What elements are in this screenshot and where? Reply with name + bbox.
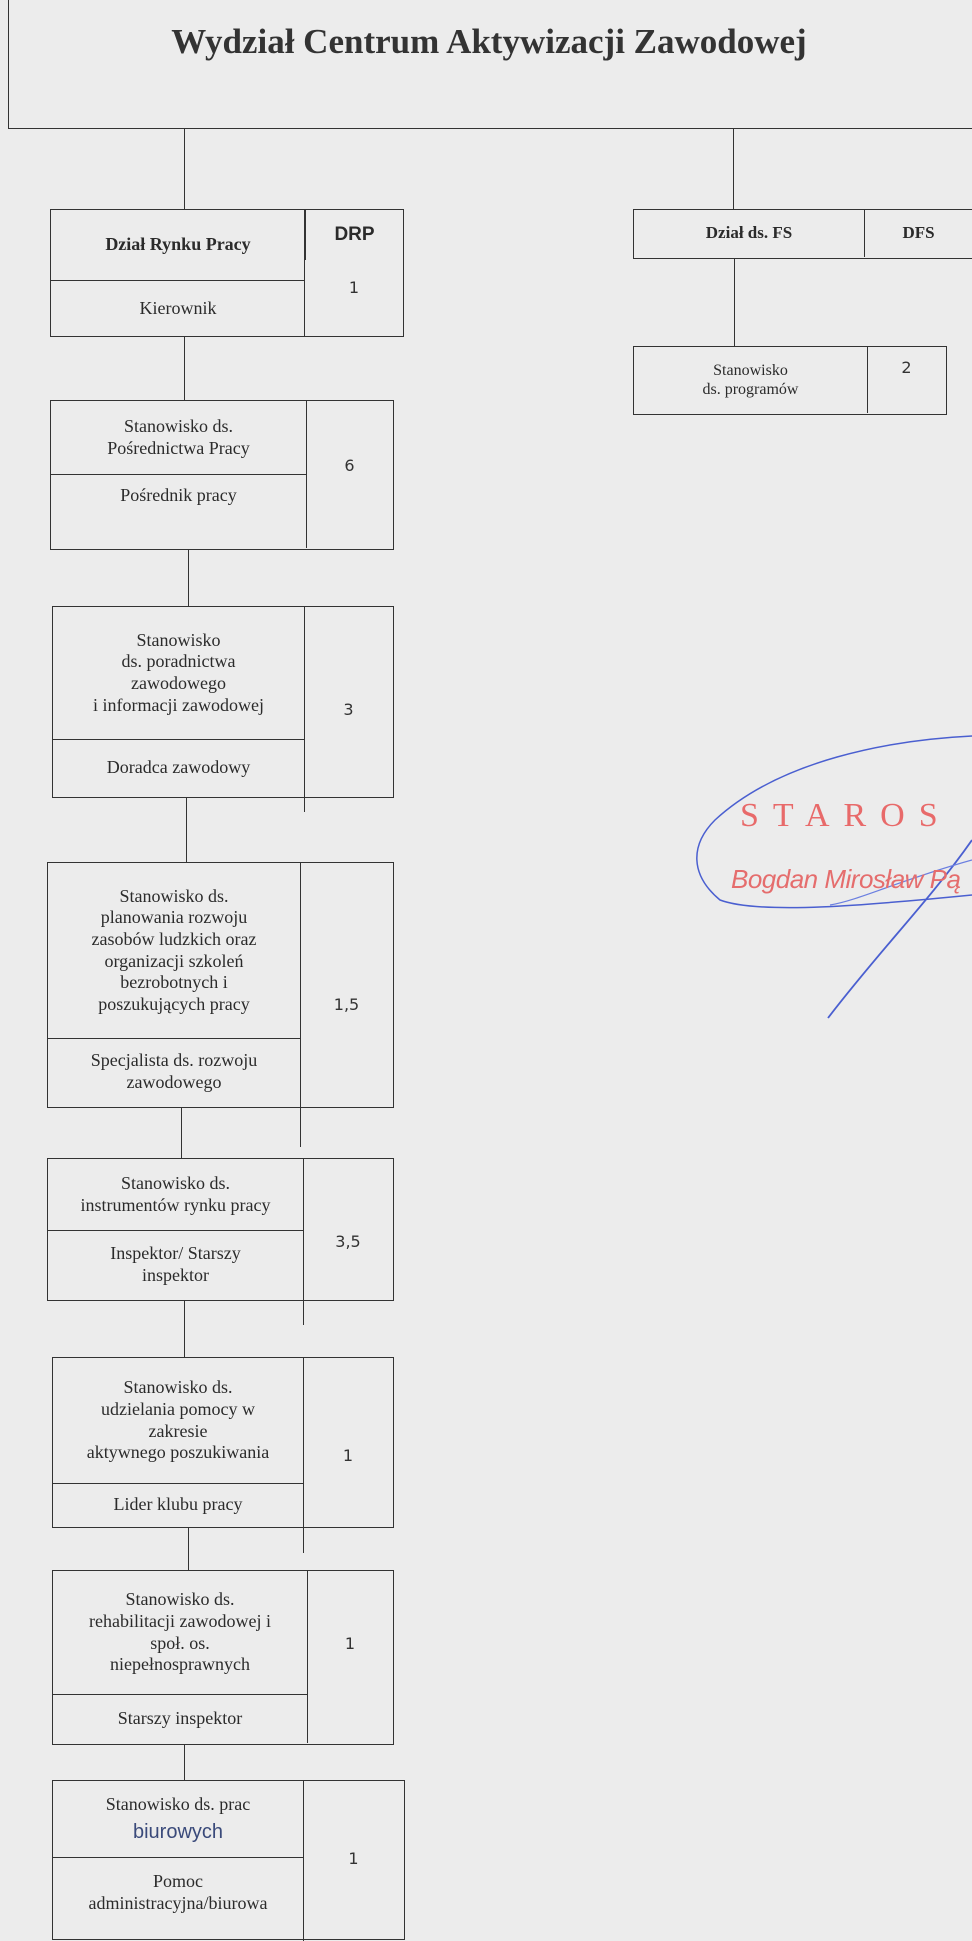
position-role: Starszy inspektor	[117, 1708, 243, 1729]
position-role: Doradca zawodowy	[106, 757, 251, 778]
position-name: Stanowisko ds. poradnictwa zawodowego i …	[53, 607, 304, 740]
position-box-poradnictwo: Stanowisko ds. poradnictwa zawodowego i …	[52, 606, 394, 812]
position-name: Stanowisko ds. rehabilitacji zawodowej i…	[53, 1571, 307, 1695]
position-name: Stanowisko ds. prac biurowych	[53, 1781, 303, 1858]
position-count: 1,5	[300, 863, 392, 1147]
connector-pos5-pos6	[188, 1528, 189, 1570]
drp-name: Dział Rynku Pracy	[51, 210, 305, 281]
page-title: Wydział Centrum Aktywizacji Zawodowej	[171, 22, 807, 61]
position-role: Inspektor/ Starszy inspektor	[110, 1243, 241, 1285]
drp-count: 1	[348, 278, 360, 298]
position-name: Stanowisko ds. planowania rozwoju zasobó…	[48, 863, 300, 1039]
connector-drp-pos1	[184, 337, 185, 400]
drp-role: Kierownik	[139, 297, 217, 318]
position-box-rehabilitacja: Stanowisko ds. rehabilitacji zawodowej i…	[52, 1570, 394, 1745]
position-name-line2: biurowych	[132, 1820, 224, 1843]
position-box-instrumenty: Stanowisko ds. instrumentów rynku pracy …	[47, 1158, 394, 1325]
connector-title-dfs	[733, 129, 734, 209]
position-box-rozwoj: Stanowisko ds. planowania rozwoju zasobó…	[47, 862, 394, 1147]
stamp-name: Bogdan Mirosław Pą	[731, 864, 961, 894]
dfs-program-name: Stanowisko ds. programów	[702, 361, 799, 398]
dfs-name: Dział ds. FS	[705, 223, 793, 243]
drp-box: Dział Rynku Pracy Kierownik DRP 1	[50, 209, 404, 337]
position-count: 1	[303, 1358, 392, 1553]
position-box-posrednictwo: Stanowisko ds. Pośrednictwa Pracy Pośred…	[50, 400, 394, 550]
stamp-title: STAROS	[740, 797, 952, 834]
position-divider	[306, 401, 307, 548]
position-name: Stanowisko ds. instrumentów rynku pracy	[48, 1159, 303, 1231]
dfs-box: Dział ds. FS DFS	[633, 209, 972, 259]
position-count: 6	[306, 401, 392, 531]
position-role: Specjalista ds. rozwoju zawodowego	[90, 1050, 258, 1092]
dfs-program-count: 2	[867, 347, 945, 389]
position-count: 1	[303, 1781, 403, 1936]
connector-pos1-pos2	[188, 550, 189, 606]
position-divider	[303, 1781, 304, 1941]
title-box: Wydział Centrum Aktywizacji Zawodowej	[8, 0, 972, 129]
dfs-program-box: Stanowisko ds. programów 2	[633, 346, 947, 415]
position-role: Pomoc administracyjna/biurowa	[88, 1871, 268, 1913]
position-name-line1: Stanowisko ds. prac	[105, 1794, 251, 1815]
position-box-klub-pracy: Stanowisko ds. udzielania pomocy w zakre…	[52, 1357, 394, 1553]
dfs-program-divider	[867, 347, 868, 413]
drp-divider	[304, 210, 305, 336]
connector-dfs-sub	[734, 259, 735, 346]
connector-pos6-pos7	[184, 1745, 185, 1780]
connector-title-drp	[184, 129, 185, 209]
connector-pos2-pos3	[186, 798, 187, 862]
connector-pos3-pos4	[181, 1108, 182, 1158]
position-count: 3,5	[303, 1159, 392, 1325]
position-divider	[307, 1571, 308, 1743]
position-divider	[303, 1358, 304, 1526]
position-count: 1	[307, 1571, 392, 1716]
connector-pos4-pos5	[184, 1301, 185, 1357]
position-box-prace-biurowe: Stanowisko ds. prac biurowych Pomoc admi…	[52, 1780, 405, 1941]
position-divider	[304, 607, 305, 796]
position-divider	[300, 863, 301, 1106]
drp-code: DRP	[305, 210, 403, 260]
position-name: Stanowisko ds. udzielania pomocy w zakre…	[53, 1358, 303, 1484]
position-count: 3	[304, 607, 392, 812]
position-role: Lider klubu pracy	[113, 1494, 243, 1515]
position-divider	[303, 1159, 304, 1299]
dfs-code: DFS	[864, 210, 972, 257]
position-role: Pośrednik pracy	[120, 485, 237, 506]
position-name: Stanowisko ds. Pośrednictwa Pracy	[51, 401, 306, 475]
